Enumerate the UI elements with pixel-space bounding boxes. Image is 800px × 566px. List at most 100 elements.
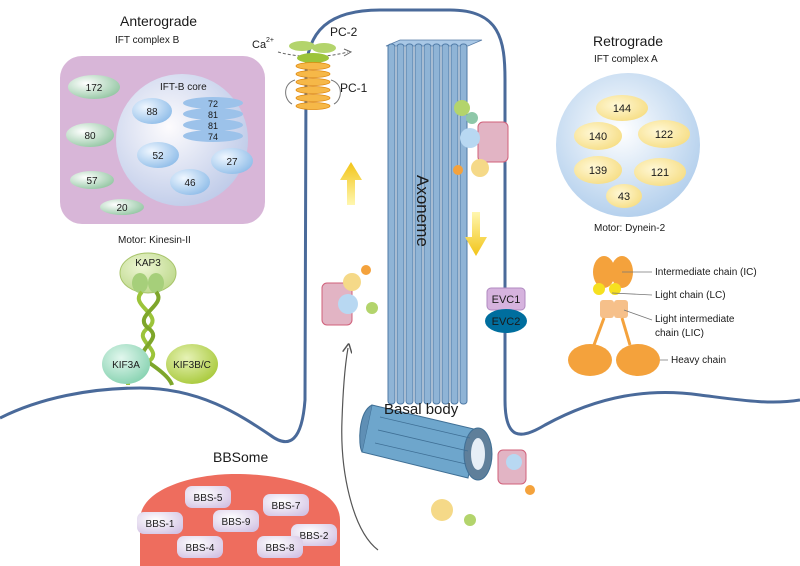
ift-a-subunit-label: 139 [589, 165, 607, 177]
ift-172-oval [68, 75, 120, 99]
ift-train-anterograde [321, 265, 378, 326]
microtubule-doublet [396, 43, 405, 405]
calcium-flow-arrow [277, 51, 349, 57]
ift-a-subunit-oval [574, 122, 622, 150]
ift-80-oval [66, 123, 114, 147]
microtubule-doublet [387, 43, 396, 405]
dynein-lic-label-2: chain (LIC) [655, 328, 704, 339]
ift-27-oval [211, 148, 253, 174]
ift-46-label: 46 [184, 178, 196, 189]
kinesin-coil-b [140, 290, 174, 386]
bbs-subunit-label: BBS-8 [266, 543, 295, 554]
ift-a-subunit-label: 140 [589, 131, 607, 143]
retrograde-title: Retrograde [593, 33, 663, 49]
ift-88-oval [132, 98, 172, 124]
bbs-subunit-label: BBS-1 [146, 519, 175, 530]
cell-membrane [0, 8, 800, 443]
ift-train-retrograde [453, 100, 509, 177]
ift-46-oval [170, 169, 210, 195]
bbsome-title: BBSome [213, 449, 268, 465]
evc1-label: EVC1 [492, 294, 521, 306]
microtubule-doublet [432, 43, 441, 405]
dynein-lc-label: Light chain (LC) [655, 290, 726, 301]
ift-a-subunit-oval [638, 120, 690, 148]
bbs-subunit-label: BBS-4 [186, 543, 215, 554]
ift-57-label: 57 [86, 176, 98, 187]
evc2-label: EVC2 [492, 316, 521, 328]
pc1-helices [295, 62, 331, 110]
ift-52-label: 52 [152, 151, 164, 162]
basal-body-label: Basal body [384, 401, 459, 418]
dynein-ic-label: Intermediate chain (IC) [655, 267, 757, 278]
bbs-subunit-box [213, 510, 259, 532]
evc2-oval [485, 309, 527, 333]
microtubule-doublet [414, 43, 423, 405]
kif3bc-label: KIF3B/C [173, 360, 211, 371]
ift-particle-basal [431, 449, 535, 526]
microtubule-doublet [405, 43, 414, 405]
ift-b-core-stack: 72 81 81 74 [183, 97, 243, 142]
anterograde-title: Anterograde [120, 13, 197, 29]
bbs-subunit-box [185, 486, 231, 508]
bbs-subunit-label: BBS-5 [194, 493, 223, 504]
retrograde-panel: Retrograde IFT complex A 144 140 122 139 121… [556, 33, 700, 234]
retrograde-arrow [465, 212, 487, 256]
dynein-2-motor: Intermediate chain (IC) Light chain (LC)… [568, 256, 757, 376]
polycystin-channel: Ca 2+ PC-2 PC-1 [252, 25, 368, 110]
bbs-subunit-box [263, 494, 309, 516]
basal-body: Basal body [359, 401, 493, 481]
ift-a-subunit-label: 144 [613, 103, 631, 115]
ift-81b-label: 81 [208, 121, 218, 131]
microtubule-doublet [450, 43, 459, 405]
ift-20-label: 20 [116, 203, 128, 214]
microtubule-doublet [459, 43, 468, 405]
kinesin-motor-label: Motor: Kinesin-II [118, 235, 191, 246]
bbs-subunit-label: BBS-2 [300, 531, 329, 542]
ift-a-subunit-oval [596, 95, 648, 121]
axoneme-label: Axoneme [413, 175, 432, 247]
ift-a-subunit-label: 121 [651, 167, 669, 179]
ift-57-oval [70, 171, 114, 189]
ift-a-subunit-oval [634, 158, 686, 186]
anterograde-arrow [340, 162, 362, 205]
ift-20-oval [100, 199, 144, 215]
calcium-label: Ca [252, 39, 267, 51]
ift-a-subunit-label: 122 [655, 129, 673, 141]
calcium-charge: 2+ [266, 37, 274, 44]
axoneme: Axoneme [385, 39, 483, 405]
ift-80-label: 80 [84, 131, 96, 142]
ift-88-label: 88 [146, 107, 158, 118]
kap3-label: KAP3 [135, 258, 161, 269]
dynein-lic-label-1: Light intermediate [655, 314, 735, 325]
ift-27-label: 27 [226, 157, 238, 168]
kif3a-head [102, 344, 150, 384]
bbs-subunit-label: BBS-9 [222, 517, 251, 528]
ift-a-subunit-label: 43 [618, 191, 630, 203]
microtubule-doublet [423, 43, 432, 405]
kinesin-ii-motor: KAP3 KIF3A KIF3B/C [102, 252, 218, 386]
evc-complex: EVC1 EVC2 [485, 287, 527, 333]
ift-a-subunit-oval [574, 156, 622, 184]
anterograde-panel: Anterograde IFT complex B IFT-B core 172… [60, 13, 265, 246]
dynein-heavy-label: Heavy chain [671, 355, 726, 366]
kif3bc-head [166, 344, 218, 384]
ift-172-label: 172 [86, 83, 103, 94]
ift-72-label: 72 [208, 99, 218, 109]
ift-52-oval [137, 142, 179, 168]
bbs-subunit-label: BBS-7 [272, 501, 301, 512]
dynein-motor-label: Motor: Dynein-2 [594, 223, 666, 234]
microtubule-doublet [441, 43, 450, 405]
ift-74-label: 74 [208, 132, 218, 142]
kif3a-label: KIF3A [112, 360, 140, 371]
anterograde-subtitle: IFT complex B [115, 35, 180, 46]
ift-b-core-label: IFT-B core [160, 82, 207, 93]
bbs-subunit-box [137, 512, 183, 534]
pc1-label: PC-1 [340, 81, 368, 95]
retrograde-subtitle: IFT complex A [594, 54, 658, 65]
entry-arrow [341, 348, 379, 551]
pc2-label: PC-2 [330, 25, 358, 39]
ift-81a-label: 81 [208, 110, 218, 120]
